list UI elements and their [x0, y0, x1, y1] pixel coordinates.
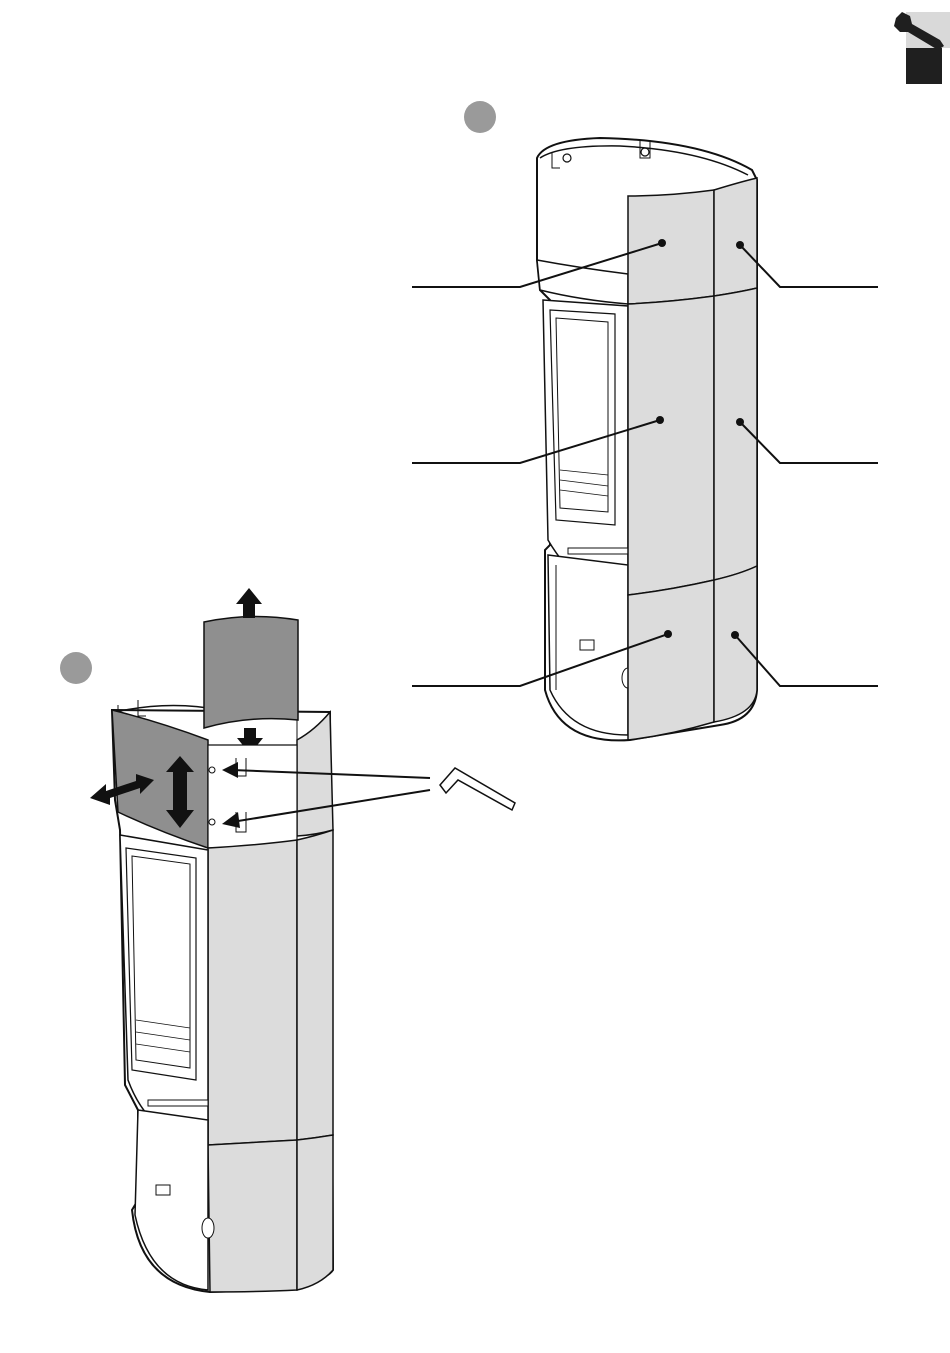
- allen-key-icon: [440, 768, 515, 810]
- corner-tab: [894, 12, 950, 84]
- upper-front-panel: [628, 190, 714, 304]
- middle-front-panel: [628, 296, 714, 595]
- lower-front-panel: [628, 580, 714, 740]
- step-1-illustration: [60, 588, 515, 1292]
- step-1-marker: [60, 652, 92, 684]
- lifted-panel: [204, 616, 298, 728]
- step-2-marker: [464, 101, 496, 133]
- lower-side-panel: [714, 566, 757, 722]
- step-2-illustration: [412, 101, 878, 740]
- arrow-up-icon: [236, 588, 262, 618]
- upper-side-panel: [714, 178, 757, 296]
